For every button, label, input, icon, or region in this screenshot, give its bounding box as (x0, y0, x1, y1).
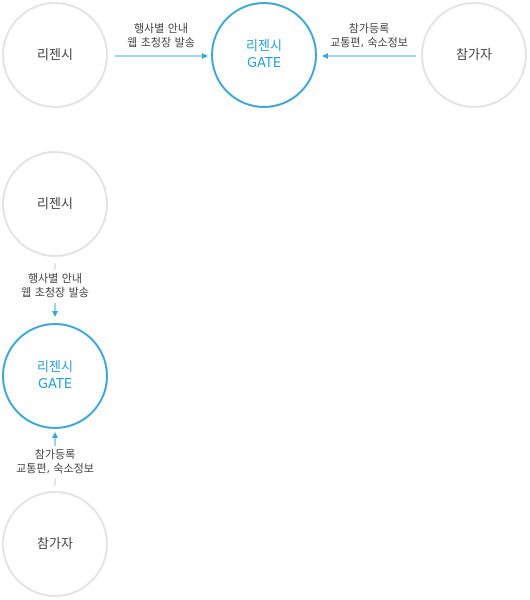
node-label: 리젠시 (37, 47, 73, 63)
node-participant-right: 참가자 (421, 2, 527, 108)
node-regency-gate-vertical: 리젠시 GATE (2, 323, 108, 429)
gate-label-line1: 리젠시 (37, 360, 73, 375)
node-regency-top: 리젠시 (2, 151, 108, 257)
edge-label-invitation: 행사별 안내 웹 초청장 발송 (127, 22, 195, 49)
node-label: 참가자 (37, 536, 73, 552)
node-participant-bottom: 참가자 (2, 491, 108, 597)
node-label: 참가자 (456, 47, 492, 63)
edge-label-registration: 참가등록 교통편, 숙소정보 (330, 22, 408, 49)
edge-label-registration-vertical: 참가등록 교통편, 숙소정보 (16, 448, 94, 475)
gate-label-line2: GATE (37, 377, 73, 392)
edge-label-invitation-vertical: 행사별 안내 웹 초청장 발송 (21, 272, 89, 299)
gate-label-line1: 리젠시 (246, 39, 282, 54)
node-regency-left: 리젠시 (2, 2, 108, 108)
gate-label-line2: GATE (246, 56, 282, 71)
node-label: 리젠시 (37, 196, 73, 212)
node-regency-gate: 리젠시 GATE (211, 2, 317, 108)
